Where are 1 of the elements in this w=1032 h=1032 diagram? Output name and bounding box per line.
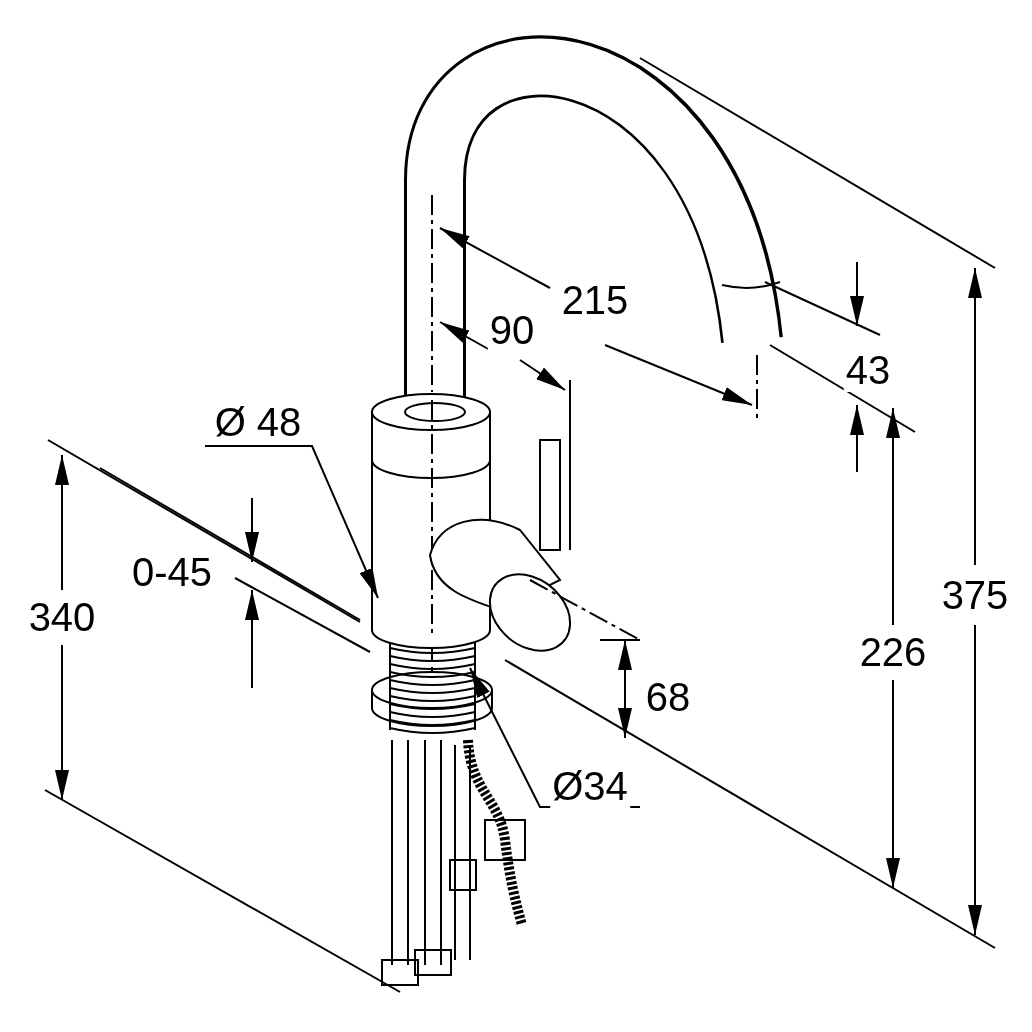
- leader-line: [204, 445, 379, 599]
